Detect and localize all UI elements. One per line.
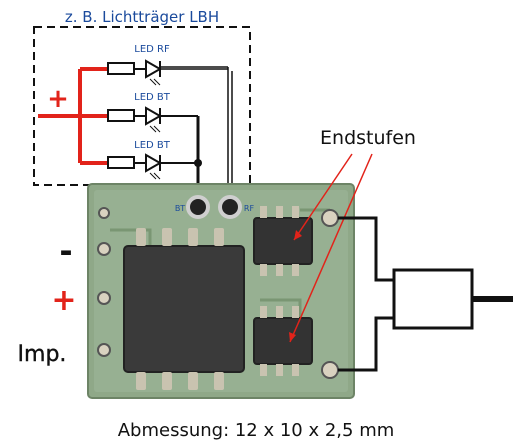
supply-plus-label: + <box>47 84 69 114</box>
pad-bt-label: BT <box>175 204 185 213</box>
label-plus: + <box>51 283 76 318</box>
led-row-rf: LED RF <box>107 44 228 86</box>
led-bt-2-symbol <box>145 153 163 173</box>
label-minus: - <box>59 232 72 270</box>
endstufen-label: Endstufen <box>320 127 416 149</box>
pad-minus <box>97 242 111 256</box>
led-rf-label: LED RF <box>134 44 170 55</box>
led-bt-2-label: LED BT <box>134 140 171 151</box>
resistor-rf <box>107 62 135 75</box>
main-ic <box>123 228 245 390</box>
bt-junction-dot <box>194 159 202 167</box>
pad-rf <box>218 195 242 219</box>
resistor-bt-1 <box>107 109 135 122</box>
endstufen-pointer-lower <box>289 153 373 343</box>
pad-output-upper <box>321 209 339 227</box>
label-imp: Imp. <box>18 342 67 367</box>
led-bt-1-label: LED BT <box>134 92 171 103</box>
pad-plus <box>97 291 111 305</box>
rf-wire <box>160 66 233 205</box>
pcb-board: BT RF <box>87 183 355 399</box>
led-bt-1-symbol <box>145 106 163 126</box>
pad-imp <box>97 343 111 357</box>
endstufen-arrowhead-lower <box>289 332 296 342</box>
dimension-caption: Abmessung: 12 x 10 x 2,5 mm <box>118 420 395 441</box>
endstufen-arrowhead-upper <box>294 230 302 240</box>
speaker-load <box>392 268 513 330</box>
red-supply-wiring <box>38 67 108 165</box>
amplifier-ic-upper <box>253 206 313 276</box>
pad-output-lower <box>321 361 339 379</box>
led-rf-symbol <box>145 59 163 79</box>
pad-bt <box>186 195 210 219</box>
led-row-bt-2: LED BT <box>107 140 198 180</box>
pad-rf-label: RF <box>244 204 255 213</box>
header-label: z. B. Lichtträger LBH <box>65 8 219 26</box>
led-row-bt-1: LED BT <box>107 92 198 133</box>
endstufen-pointer-upper <box>293 153 353 241</box>
amplifier-ic-lower <box>253 306 313 376</box>
resistor-bt-2 <box>107 156 135 169</box>
output-wiring <box>338 216 394 372</box>
